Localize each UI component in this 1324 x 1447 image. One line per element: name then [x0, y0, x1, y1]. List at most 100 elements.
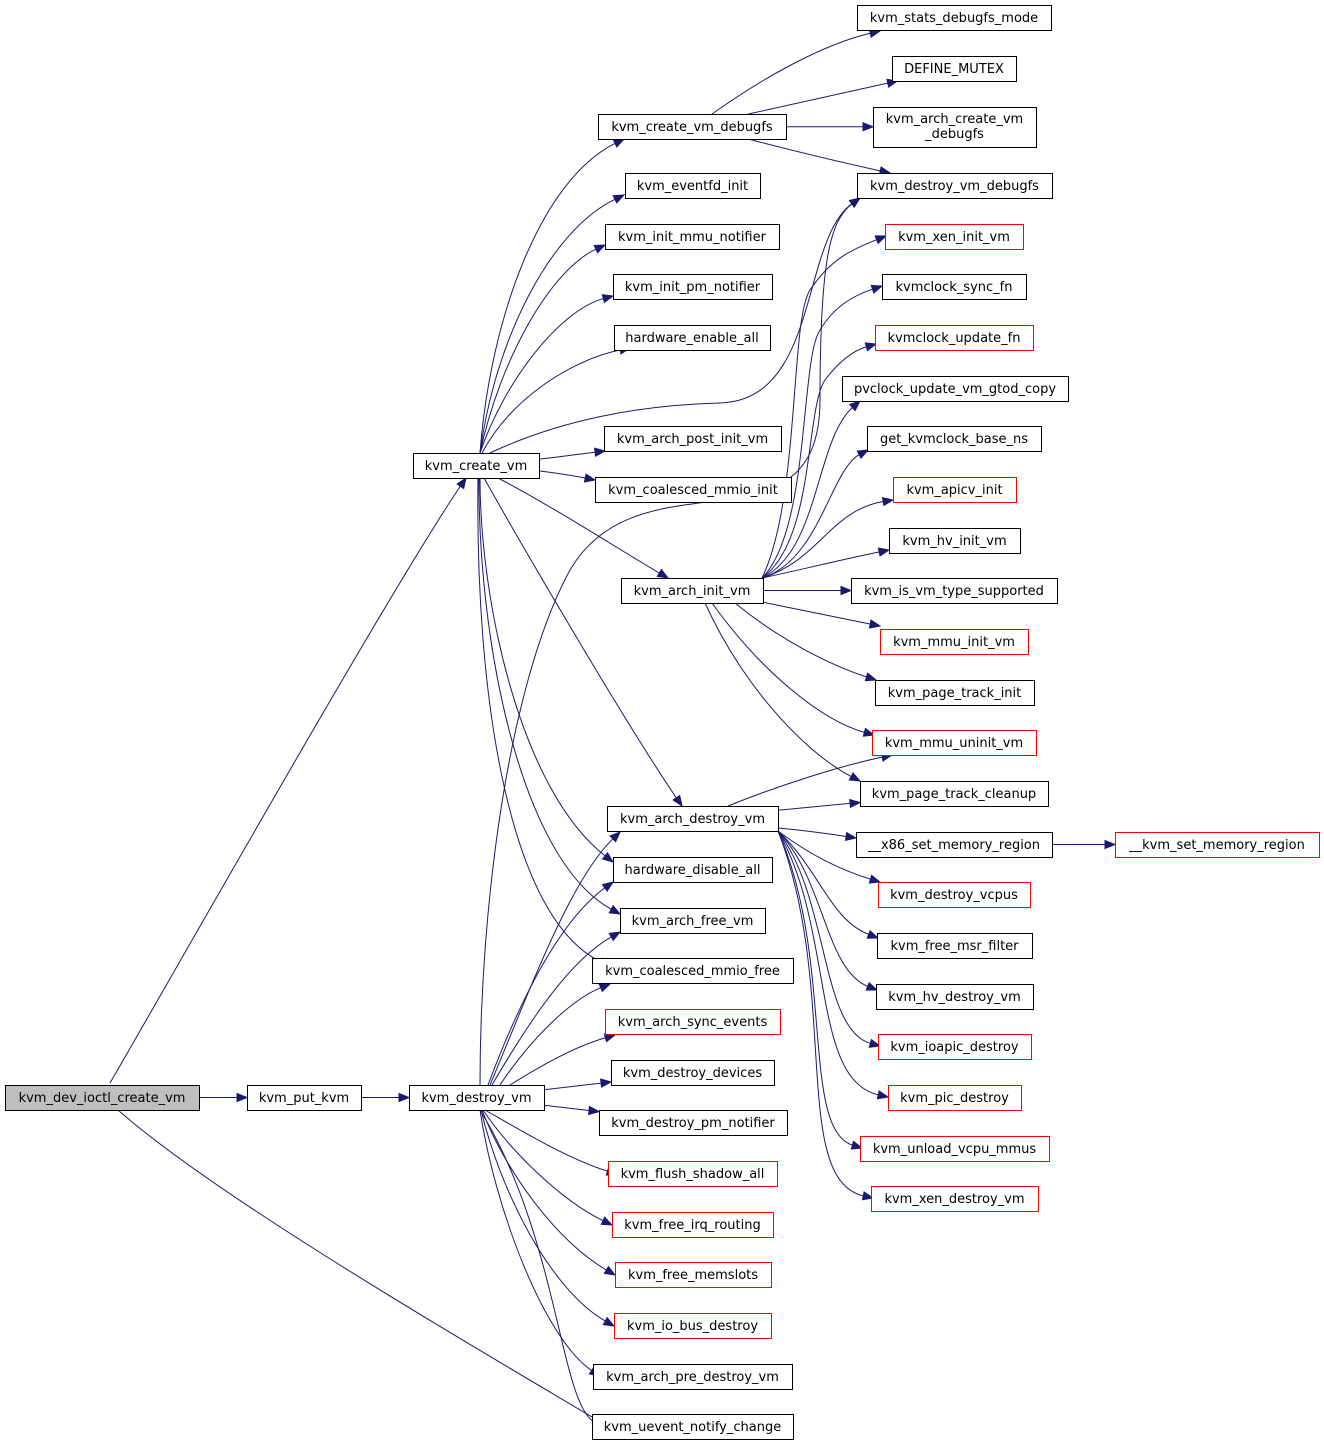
edge-arrowhead [848, 772, 862, 782]
node-box [599, 1110, 788, 1136]
node-kvm_mmu_uninit_vm[interactable]: kvm_mmu_uninit_vm [872, 730, 1037, 756]
edge-kvm_destroy_vm-to-kvm_flush_shadow_all [484, 1109, 619, 1176]
node-box [875, 325, 1034, 351]
node-kvm_stats_debugfs_mode[interactable]: kvm_stats_debugfs_mode [857, 5, 1052, 31]
edge-kvm_destroy_vm-to-kvm_arch_pre_destroy_vm [479, 1109, 602, 1377]
node-kvm_mmu_init_vm[interactable]: kvm_mmu_init_vm [880, 629, 1029, 655]
node-label: kvm_ioapic_destroy [890, 1040, 1019, 1055]
edge-line [477, 477, 603, 963]
node-box [605, 1009, 781, 1035]
node-kvm_uevent_notify_change[interactable]: kvm_uevent_notify_change [592, 1414, 794, 1440]
node-kvm_arch_destroy_vm[interactable]: kvm_arch_destroy_vm [607, 806, 779, 832]
node-kvm_hv_destroy_vm[interactable]: kvm_hv_destroy_vm [876, 984, 1034, 1010]
node-kvm_unload_vcpu_mmus[interactable]: kvm_unload_vcpu_mmus [860, 1136, 1050, 1162]
node-kvm_free_memslots[interactable]: kvm_free_memslots [615, 1262, 772, 1288]
call-graph-nodes: kvm_dev_ioctl_create_vm kvm_create_vm kvm_… [5, 5, 1320, 1440]
node-kvm_free_irq_routing[interactable]: kvm_free_irq_routing [612, 1212, 774, 1238]
edge-kvm_destroy_vm-to-kvm_free_irq_routing [482, 1109, 614, 1226]
node-__x86_set_memory_region[interactable]: __x86_set_memory_region [856, 832, 1053, 858]
node-kvm_create_vm[interactable]: kvm_create_vm [413, 453, 540, 479]
node-label: kvm_free_msr_filter [890, 939, 1019, 954]
edge-kvm_create_vm-to-kvm_init_mmu_notifier [479, 244, 607, 454]
node-kvm_init_pm_notifier[interactable]: kvm_init_pm_notifier [613, 274, 773, 300]
edge-arrowhead [856, 449, 870, 460]
node-kvm_arch_pre_destroy_vm[interactable]: kvm_arch_pre_destroy_vm [593, 1364, 793, 1390]
node-box [867, 426, 1042, 452]
node-kvm_dev_ioctl_create_vm[interactable]: kvm_dev_ioctl_create_vm [5, 1085, 200, 1111]
node-kvmclock_update_fn[interactable]: kvmclock_update_fn [875, 325, 1034, 351]
edge-line [497, 477, 661, 574]
node-kvm_apicv_init[interactable]: kvm_apicv_init [893, 477, 1017, 503]
node-kvm_hv_init_vm[interactable]: kvm_hv_init_vm [889, 528, 1021, 554]
node-kvm_is_vm_type_supported[interactable]: kvm_is_vm_type_supported [851, 578, 1058, 604]
node-label: _debugfs [924, 127, 984, 142]
edge-kvm_create_vm-to-kvm_arch_post_init_vm [539, 447, 607, 460]
node-kvm_arch_free_vm[interactable]: kvm_arch_free_vm [620, 908, 766, 934]
edge-line [711, 602, 866, 734]
node-kvm_xen_init_vm[interactable]: kvm_xen_init_vm [885, 224, 1024, 250]
edge-arrowhead [601, 881, 615, 892]
node-get_kvmclock_base_ns[interactable]: get_kvmclock_base_ns [867, 426, 1042, 452]
edge-arrowhead [583, 473, 597, 483]
edge-arrowhead [862, 122, 875, 132]
edge-line [483, 477, 678, 799]
edge-kvm_arch_destroy_vm-to-__x86_set_memory_region [777, 827, 858, 842]
node-kvm_xen_destroy_vm[interactable]: kvm_xen_destroy_vm [871, 1186, 1039, 1212]
node-kvm_destroy_pm_notifier[interactable]: kvm_destroy_pm_notifier [599, 1110, 788, 1136]
node-kvm_ioapic_destroy[interactable]: kvm_ioapic_destroy [878, 1034, 1032, 1060]
edge-kvm_destroy_vm-to-kvm_arch_destroy_vm [489, 831, 621, 1086]
node-box [409, 1085, 545, 1111]
node-kvm_eventfd_init[interactable]: kvm_eventfd_init [625, 173, 761, 199]
node-hardware_disable_all[interactable]: hardware_disable_all [613, 857, 773, 883]
node-DEFINE_MUTEX[interactable]: DEFINE_MUTEX [892, 56, 1017, 82]
node-label: kvmclock_update_fn [888, 331, 1021, 346]
node-kvm_flush_shadow_all[interactable]: kvm_flush_shadow_all [608, 1161, 778, 1187]
node-kvm_create_vm_debugfs[interactable]: kvm_create_vm_debugfs [598, 114, 787, 140]
edge-arrowhead [600, 1078, 613, 1088]
node-box [413, 453, 540, 479]
node-pvclock_update_vm_gtod_copy[interactable]: pvclock_update_vm_gtod_copy [842, 376, 1069, 402]
edge-kvm_arch_init_vm-to-kvm_xen_init_vm [761, 235, 888, 579]
node-kvm_put_kvm[interactable]: kvm_put_kvm [247, 1085, 362, 1111]
node-box [873, 107, 1037, 148]
node-box [613, 274, 773, 300]
node-kvm_arch_create_vm_debugfs[interactable]: kvm_arch_create_vm_debugfs [873, 107, 1037, 148]
node-box [872, 730, 1037, 756]
edge-line [543, 1082, 603, 1091]
node-box [1115, 832, 1320, 858]
node-kvm_io_bus_destroy[interactable]: kvm_io_bus_destroy [614, 1313, 772, 1339]
node-kvm_coalesced_mmio_init[interactable]: kvm_coalesced_mmio_init [595, 477, 792, 503]
node-kvm_page_track_init[interactable]: kvm_page_track_init [875, 680, 1035, 706]
edge-line [109, 485, 462, 1084]
edge-arrowhead [608, 904, 622, 915]
edge-line [539, 451, 597, 460]
node-label: kvm_arch_sync_events [618, 1015, 768, 1030]
edge-line [489, 837, 614, 1086]
node-kvm_destroy_vcpus[interactable]: kvm_destroy_vcpus [878, 882, 1031, 908]
edge-line [777, 830, 869, 988]
node-kvm_coalesced_mmio_free[interactable]: kvm_coalesced_mmio_free [592, 958, 794, 984]
edge-line [484, 1109, 609, 1172]
node-hardware_enable_all[interactable]: hardware_enable_all [614, 325, 771, 351]
edge-line [777, 802, 852, 811]
node-kvmclock_sync_fn[interactable]: kvmclock_sync_fn [882, 274, 1027, 300]
edge-kvm_arch_init_vm-to-kvm_page_track_init [734, 602, 878, 682]
node-kvm_free_msr_filter[interactable]: kvm_free_msr_filter [877, 933, 1033, 959]
node-kvm_init_mmu_notifier[interactable]: kvm_init_mmu_notifier [605, 224, 780, 250]
node-kvm_arch_sync_events[interactable]: kvm_arch_sync_events [605, 1009, 781, 1035]
node-kvm_destroy_vm_debugfs[interactable]: kvm_destroy_vm_debugfs [857, 173, 1053, 199]
node-box [882, 274, 1027, 300]
node-kvm_destroy_vm[interactable]: kvm_destroy_vm [409, 1085, 545, 1111]
node-kvm_page_track_cleanup[interactable]: kvm_page_track_cleanup [860, 781, 1049, 807]
node-__kvm_set_memory_region[interactable]: __kvm_set_memory_region [1115, 832, 1320, 858]
node-label: kvm_page_track_init [888, 686, 1022, 701]
edge-arrowhead [865, 981, 879, 991]
edge-line [761, 500, 885, 579]
node-label: kvm_arch_create_vm [886, 112, 1023, 127]
edge-kvm_create_vm-to-kvm_arch_free_vm [478, 477, 622, 915]
node-kvm_arch_init_vm[interactable]: kvm_arch_init_vm [621, 578, 764, 604]
node-kvm_arch_post_init_vm[interactable]: kvm_arch_post_init_vm [604, 426, 782, 452]
node-kvm_destroy_devices[interactable]: kvm_destroy_devices [611, 1060, 775, 1086]
node-label: kvm_hv_destroy_vm [888, 990, 1021, 1005]
node-kvm_pic_destroy[interactable]: kvm_pic_destroy [888, 1085, 1022, 1111]
